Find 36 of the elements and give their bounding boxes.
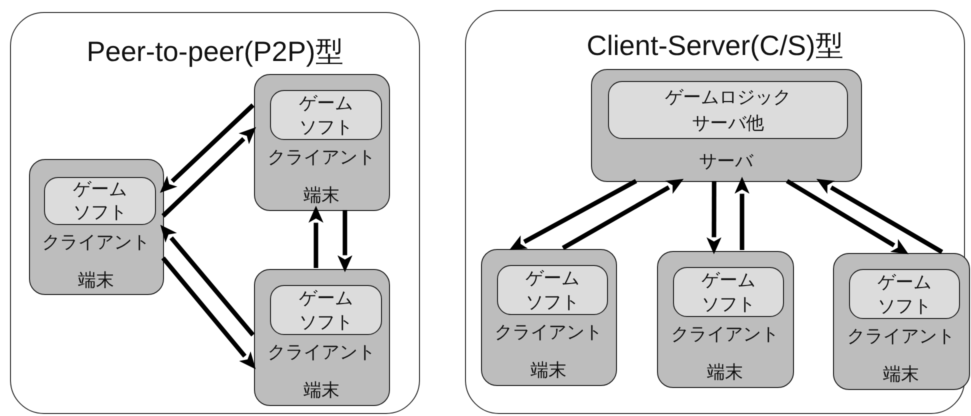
arrow [734, 176, 750, 250]
software-box: ゲームソフト [44, 177, 156, 225]
arrow [160, 224, 255, 336]
device-box [657, 251, 794, 388]
panel-frame [10, 12, 420, 414]
box-label: クライアント端末 [846, 325, 956, 386]
box-label: クライアント端末 [266, 146, 376, 207]
device-box [29, 159, 164, 295]
arrow [786, 179, 909, 254]
arrow [161, 127, 256, 218]
box-label: クライアント端末 [266, 341, 376, 402]
software-box: ゲームソフト [849, 269, 960, 319]
device-box [481, 249, 617, 386]
arrow [308, 206, 324, 268]
arrow [562, 178, 684, 250]
arrow [706, 181, 722, 254]
box-label: クライアント端末 [670, 323, 780, 384]
device-box [833, 253, 970, 390]
software-box: ゲームソフト [270, 285, 382, 335]
device-box [591, 69, 862, 182]
device-box [254, 269, 390, 406]
software-box: ゲームソフト [673, 267, 784, 317]
panel-title: Peer-to-peer(P2P)型 [86, 35, 344, 69]
arrow [160, 103, 255, 193]
box-label: サーバ [698, 150, 754, 173]
arrow [337, 210, 352, 272]
software-box: ゲームソフト [270, 90, 382, 140]
arrow [161, 256, 256, 370]
arrow [509, 179, 638, 250]
box-label: クライアント端末 [40, 231, 151, 292]
arrow [816, 178, 944, 254]
device-box [254, 74, 390, 211]
software-box: ゲームソフト [497, 265, 608, 315]
software-box: ゲームロジックサーバ他 [608, 81, 848, 139]
box-label: クライアント端末 [493, 321, 604, 382]
panel-title: Client-Server(C/S)型 [586, 29, 844, 63]
